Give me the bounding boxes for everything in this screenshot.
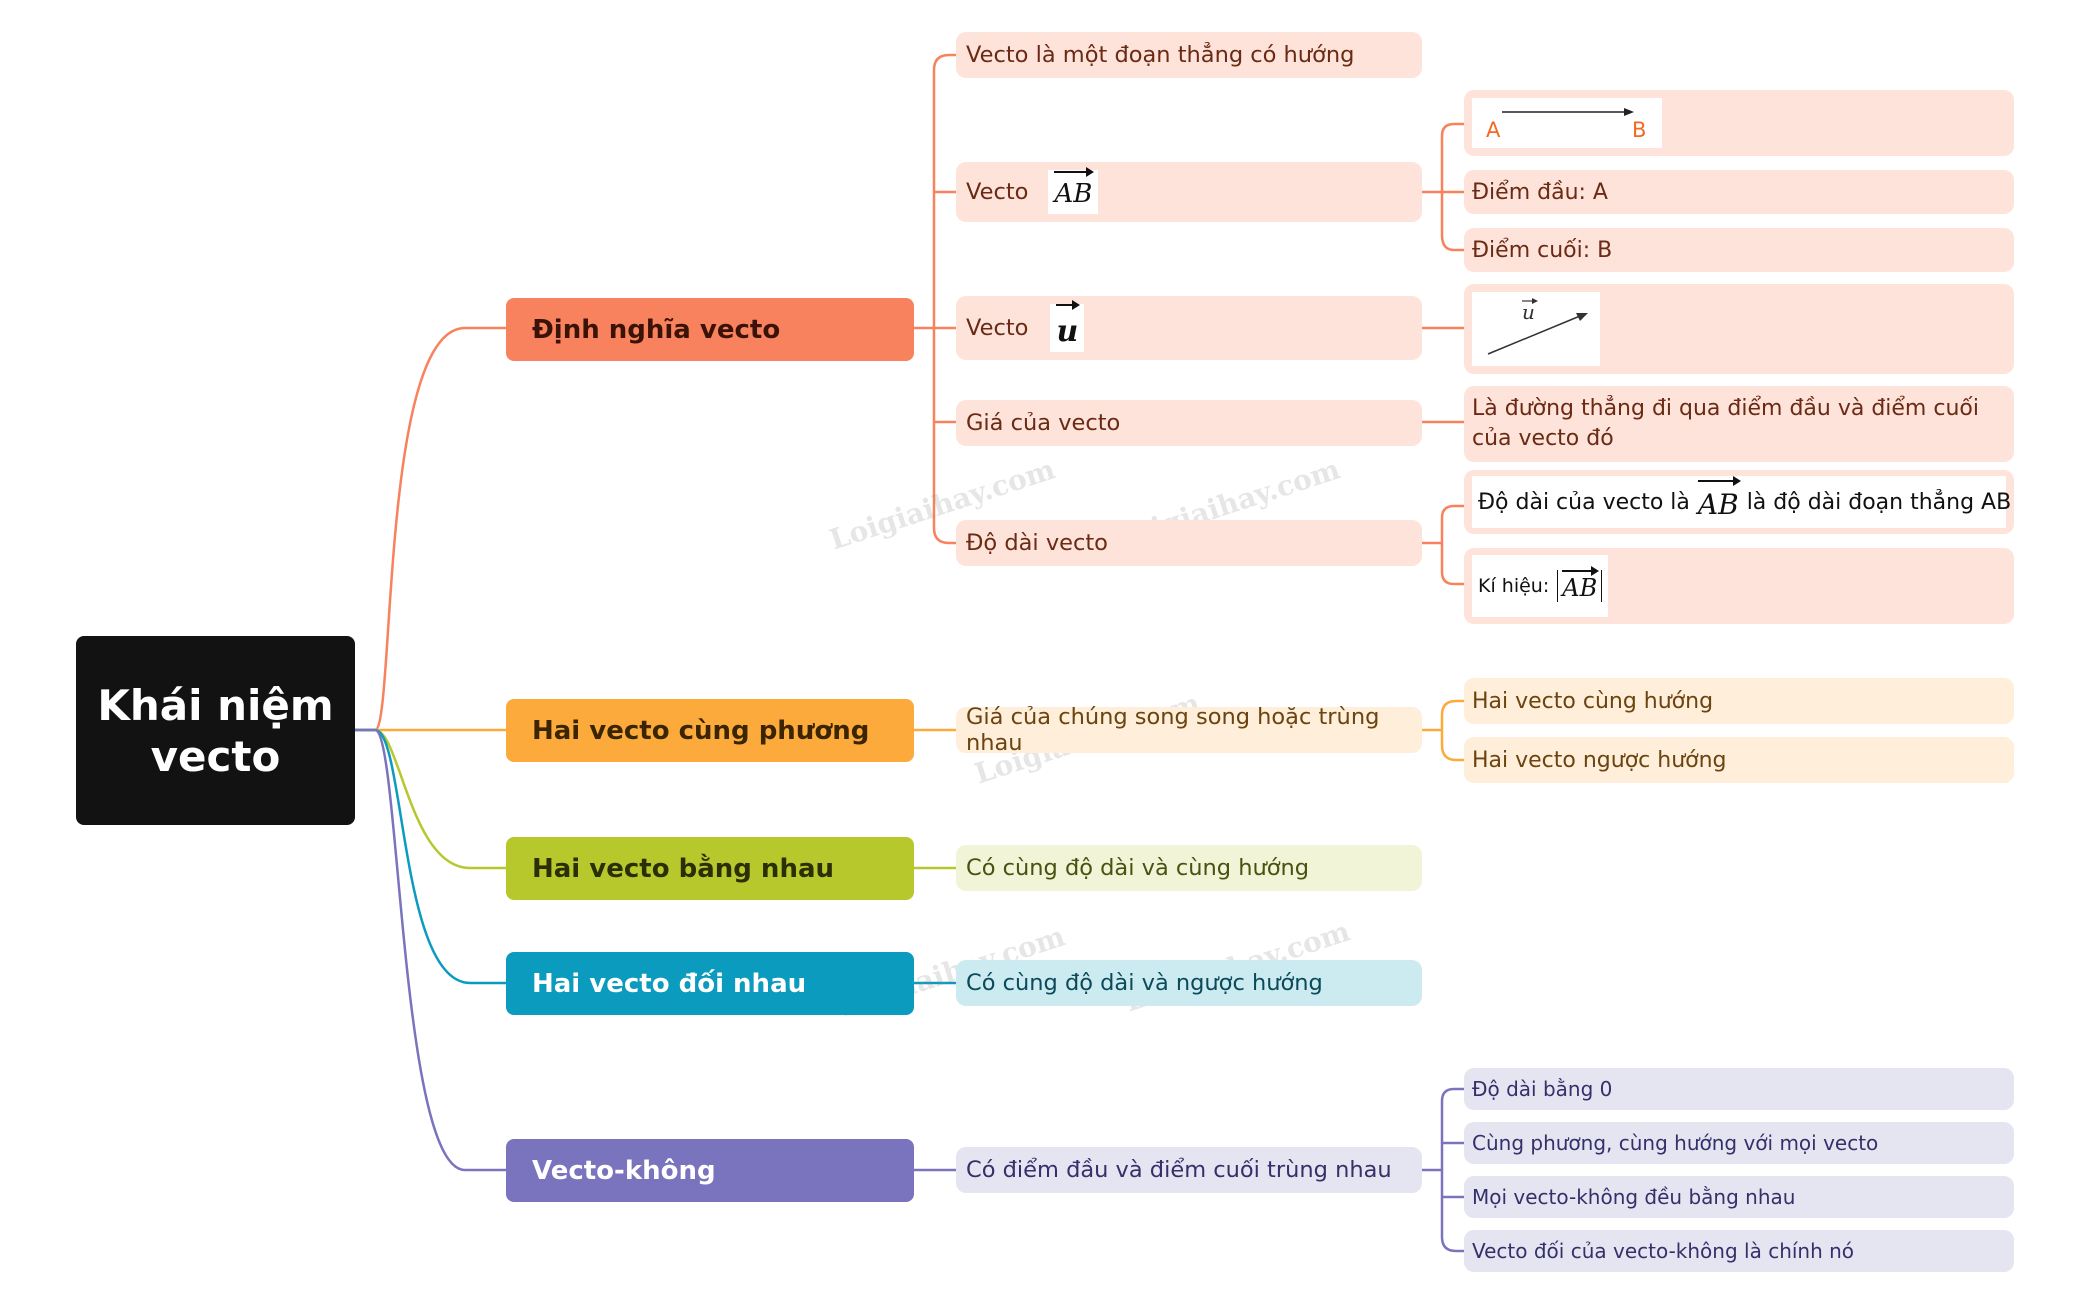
branch-opposite-label: Hai vecto đối nhau [532,968,807,999]
leaf-vector-u: Vecto u [956,296,1422,360]
ab-diagram-box: A B [1472,98,1662,148]
vector-arrow-icon [1697,475,1741,486]
detail-zero-opposite-text: Vecto đối của vecto-không là chính nó [1472,1239,1855,1263]
branch-zero-label: Vecto-không [532,1155,716,1186]
leaf-equal-text: Có cùng độ dài và cùng hướng [966,855,1310,881]
leaf-vector-ab-prefix: Vecto [966,179,1029,205]
detail-zero-equal: Mọi vecto-không đều bằng nhau [1464,1176,2014,1218]
detail-support-desc: Là đường thẳng đi qua điểm đầu và điểm c… [1464,386,2014,462]
length-desc-prefix: Độ dài của vecto là [1478,489,1690,515]
leaf-collinear-text: Giá của chúng song song hoặc trùng nhau [966,704,1380,756]
notation-symbol: AB [1562,566,1600,602]
vector-arrow-icon [1562,566,1600,576]
detail-notation: Kí hiệu: AB [1464,548,2014,624]
branch-definition-label: Định nghĩa vecto [532,314,781,345]
notation-abs-bars: AB [1557,566,1603,602]
detail-zero-length-text: Độ dài bằng 0 [1472,1077,1613,1101]
detail-length-desc: Độ dài của vecto là AB là độ dài đoạn th… [1464,470,2014,534]
vector-u-symbol: u [1056,299,1081,349]
leaf-support: Giá của vecto [956,400,1422,446]
vector-ab-symbol-box: AB [1048,167,1099,214]
branch-opposite: Hai vecto đối nhau [506,952,914,1015]
arrow-u-icon [1487,298,1588,355]
length-desc-suffix: là độ dài đoạn thẳng AB [1746,489,2012,515]
leaf-zero: Có điểm đầu và điểm cuối trùng nhau [956,1147,1422,1193]
detail-end-point: Điểm cuối: B [1464,228,2014,272]
detail-end-point-text: Điểm cuối: B [1472,237,1613,263]
notation-prefix: Kí hiệu: [1478,575,1550,597]
branch-zero: Vecto-không [506,1139,914,1202]
vector-ab-symbol: AB [1054,167,1095,209]
detail-support-desc-text: Là đường thẳng đi qua điểm đầu và điểm c… [1472,396,1979,451]
leaf-equal: Có cùng độ dài và cùng hướng [956,845,1422,891]
branch-equal: Hai vecto bằng nhau [506,837,914,900]
branch-equal-label: Hai vecto bằng nhau [532,853,835,884]
detail-zero-collinear: Cùng phương, cùng hướng với mọi vecto [1464,1122,2014,1164]
point-a-label: A [1486,118,1501,142]
leaf-definition-text: Vecto là một đoạn thẳng có hướng [966,42,1355,68]
leaf-support-text: Giá của vecto [966,410,1121,436]
u-diagram-label: u [1522,300,1535,324]
detail-u-diagram: u [1464,284,2014,374]
detail-same-direction-text: Hai vecto cùng hướng [1472,688,1714,714]
detail-opposite-direction-text: Hai vecto ngược hướng [1472,747,1727,773]
length-desc-symbol: AB [1697,475,1741,521]
root-label: Khái niệm vecto [97,680,334,781]
detail-opposite-direction: Hai vecto ngược hướng [1464,737,2014,783]
leaf-length-text: Độ dài vecto [966,530,1108,556]
leaf-vector-ab: Vecto AB [956,162,1422,222]
point-b-label: B [1632,118,1647,142]
detail-zero-collinear-text: Cùng phương, cùng hướng với mọi vecto [1472,1131,1879,1155]
u-diagram-box: u [1472,292,1600,366]
leaf-opposite: Có cùng độ dài và ngược hướng [956,960,1422,1006]
detail-zero-length: Độ dài bằng 0 [1464,1068,2014,1110]
detail-start-point: Điểm đầu: A [1464,170,2014,214]
length-desc-box: Độ dài của vecto là AB là độ dài đoạn th… [1472,475,2011,528]
leaf-length: Độ dài vecto [956,520,1422,566]
notation-box: Kí hiệu: AB [1472,555,1609,617]
arrow-ab-icon [1502,108,1634,116]
leaf-opposite-text: Có cùng độ dài và ngược hướng [966,970,1323,996]
leaf-collinear: Giá của chúng song song hoặc trùng nhau [956,704,1422,756]
vector-u-symbol-box: u [1050,299,1085,352]
root-node: Khái niệm vecto [76,636,355,825]
branch-definition: Định nghĩa vecto [506,298,914,361]
detail-same-direction: Hai vecto cùng hướng [1464,678,2014,724]
leaf-vector-u-prefix: Vecto [966,315,1029,341]
detail-start-point-text: Điểm đầu: A [1472,179,1608,205]
vector-arrow-icon [1054,167,1095,177]
detail-ab-diagram: A B [1464,90,2014,156]
vector-arrow-icon [1056,299,1081,310]
detail-zero-opposite: Vecto đối của vecto-không là chính nó [1464,1230,2014,1272]
leaf-zero-text: Có điểm đầu và điểm cuối trùng nhau [966,1157,1392,1183]
branch-collinear: Hai vecto cùng phương [506,699,914,762]
branch-collinear-label: Hai vecto cùng phương [532,715,870,746]
detail-zero-equal-text: Mọi vecto-không đều bằng nhau [1472,1185,1796,1209]
leaf-definition: Vecto là một đoạn thẳng có hướng [956,32,1422,78]
